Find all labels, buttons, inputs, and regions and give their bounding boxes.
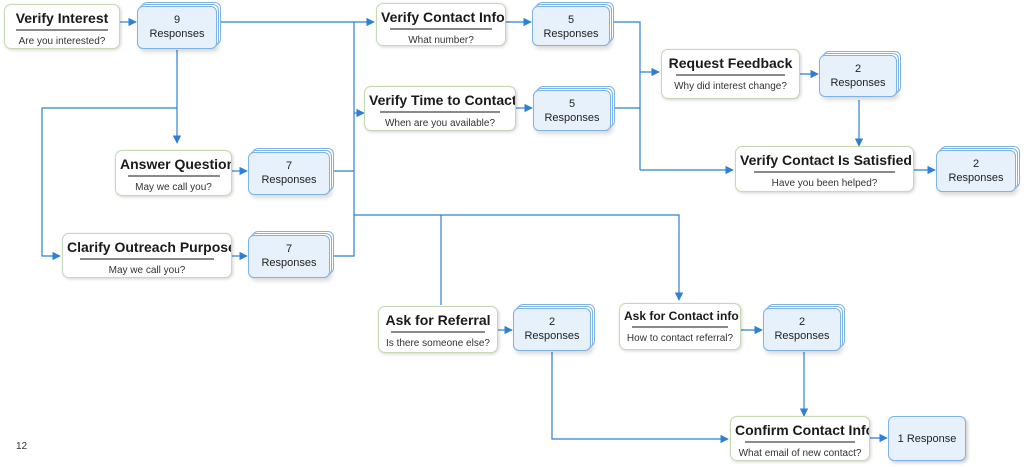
step-title: Ask for Referral [385,312,491,328]
step-title: Ask for Contact info [624,309,739,323]
responses-clarify-purpose[interactable]: 7 Responses [248,235,330,278]
line-trunk-to-referral [354,214,684,301]
step-verify-contact-is-satisfied[interactable]: Verify Contact Is Satisfied Have you bee… [735,146,914,192]
divider [79,258,215,260]
response-label: Responses [774,330,830,342]
step-title: Confirm Contact Info [735,422,870,438]
step-answer-question[interactable]: Answer Question May we call you? [115,150,232,196]
divider [389,28,493,30]
responses-ask-contact-info[interactable]: 2 Responses [763,308,841,351]
line-loop-left [41,107,177,261]
response-count: 2 [972,158,980,170]
step-question: Is there someone else? [386,338,490,349]
divider [127,175,220,177]
response-count: 2 [548,316,556,328]
responses-answer-question[interactable]: 7 Responses [248,152,330,195]
response-count: 9 [173,14,181,26]
page-number: 12 [16,441,28,452]
step-question: What number? [408,35,474,46]
response-count: 2 [854,63,862,75]
divider [632,326,728,328]
responses-ask-referral[interactable]: 2 Responses [513,308,591,351]
responses-verify-contact-info[interactable]: 5 Responses [532,6,610,46]
step-question: May we call you? [135,182,212,193]
step-request-feedback[interactable]: Request Feedback Why did interest change… [661,49,800,99]
response-confirm-contact[interactable]: 1 Response [888,416,966,461]
step-ask-for-referral[interactable]: Ask for Referral Is there someone else? [378,306,498,353]
step-verify-interest[interactable]: Verify Interest Are you interested? [4,4,120,49]
step-title: Verify Time to Contact [369,92,516,108]
step-question: How to contact referral? [626,333,734,344]
response-label: Responses [149,28,205,40]
step-title: Verify Interest [15,10,109,26]
response-count: 7 [285,160,293,172]
arrow-referral-responses-to-confirm [551,352,729,444]
step-title: Verify Contact Info [381,9,505,25]
response-label: Responses [830,77,886,89]
step-clarify-outreach-purpose[interactable]: Clarify Outreach Purpose May we call you… [62,233,232,278]
divider [390,331,486,333]
response-text: 1 Response [897,432,957,445]
step-ask-for-contact-info[interactable]: Ask for Contact info How to contact refe… [619,303,741,350]
step-confirm-contact-info[interactable]: Confirm Contact Info What email of new c… [730,416,870,461]
response-count: 5 [568,98,576,110]
response-label: Responses [261,257,317,269]
step-question: What email of new contact? [738,448,862,459]
step-title: Answer Question [120,156,232,172]
divider [380,111,500,113]
response-label: Responses [543,28,599,40]
response-label: Responses [948,172,1004,184]
divider [675,74,786,76]
divider [744,441,856,443]
step-verify-time-to-contact[interactable]: Verify Time to Contact When are you avai… [364,86,516,131]
divider [753,171,896,173]
responses-verify-interest[interactable]: 9 Responses [137,6,217,49]
response-label: Responses [544,112,600,124]
response-label: Responses [261,174,317,186]
responses-request-feedback[interactable]: 2 Responses [819,55,897,97]
response-count: 5 [567,14,575,26]
step-question: May we call you? [108,265,186,276]
step-title: Request Feedback [668,55,793,71]
step-title: Verify Contact Is Satisfied [740,152,912,168]
response-count: 7 [285,243,293,255]
divider [16,29,108,31]
responses-verify-satisfied[interactable]: 2 Responses [936,150,1016,192]
step-question: When are you available? [384,118,496,129]
responses-verify-time[interactable]: 5 Responses [533,90,611,131]
line-responses5a-to-bus [614,21,641,170]
step-verify-contact-info[interactable]: Verify Contact Info What number? [376,3,506,46]
response-count: 2 [798,316,806,328]
step-title: Clarify Outreach Purpose [67,239,232,255]
step-question: Have you been helped? [771,178,878,189]
response-label: Responses [524,330,580,342]
step-question: Why did interest change? [674,81,787,92]
line-responses7b-to-trunk [334,215,355,257]
step-question: Are you interested? [18,36,106,47]
